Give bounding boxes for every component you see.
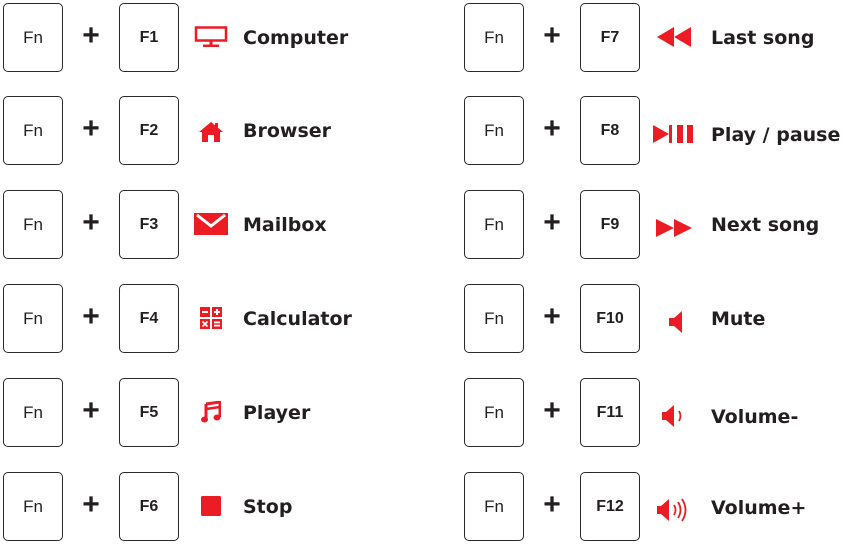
volume-up-icon xyxy=(655,498,695,522)
f6-key: F6 xyxy=(119,472,179,541)
plus-sign: + xyxy=(543,300,561,333)
shortcut-label: Stop xyxy=(243,496,293,518)
fn-key: Fn xyxy=(3,378,63,447)
fast-forward-icon xyxy=(654,216,694,240)
fn-key: Fn xyxy=(464,96,524,165)
plus-sign: + xyxy=(82,300,100,333)
plus-sign: + xyxy=(543,112,561,145)
fn-key: Fn xyxy=(3,190,63,259)
shortcut-label: Calculator xyxy=(243,308,352,330)
fn-key: Fn xyxy=(3,472,63,541)
f10-key: F10 xyxy=(580,284,640,353)
fn-key: Fn xyxy=(464,284,524,353)
shortcut-row-f3: Fn + F3 Mailbox xyxy=(0,190,420,262)
f7-key: F7 xyxy=(580,3,640,72)
f8-key: F8 xyxy=(580,96,640,165)
stop-icon xyxy=(191,494,231,518)
calculator-icon xyxy=(191,306,231,330)
fn-key: Fn xyxy=(464,472,524,541)
plus-sign: + xyxy=(82,206,100,239)
music-note-icon xyxy=(191,400,231,424)
shortcut-label: Browser xyxy=(243,120,332,142)
mail-icon xyxy=(191,212,231,236)
shortcut-label: Player xyxy=(243,402,311,424)
f3-key: F3 xyxy=(119,190,179,259)
fn-key: Fn xyxy=(464,378,524,447)
shortcut-label: Mute xyxy=(711,308,766,330)
plus-sign: + xyxy=(82,112,100,145)
plus-sign: + xyxy=(82,394,100,427)
mute-icon xyxy=(656,310,696,334)
shortcut-label: Computer xyxy=(243,27,349,49)
shortcut-label: Last song xyxy=(711,27,815,49)
shortcut-label: Next song xyxy=(711,214,820,236)
plus-sign: + xyxy=(543,19,561,52)
shortcut-row-f7: Fn + F7 Last song xyxy=(0,3,846,75)
f5-key: F5 xyxy=(119,378,179,447)
fn-key: Fn xyxy=(3,3,63,72)
plus-sign: + xyxy=(82,488,100,521)
fn-key: Fn xyxy=(3,96,63,165)
play-pause-icon xyxy=(652,122,696,146)
f1-key: F1 xyxy=(119,3,179,72)
home-icon xyxy=(191,120,231,144)
fn-key: Fn xyxy=(464,3,524,72)
shortcut-label: Volume+ xyxy=(711,497,807,519)
plus-sign: + xyxy=(82,19,100,52)
shortcut-row-f12: Fn + F12 Volume+ xyxy=(0,472,846,544)
plus-sign: + xyxy=(543,488,561,521)
f4-key: F4 xyxy=(119,284,179,353)
shortcut-row-f2: Fn + F2 Browser xyxy=(0,96,420,168)
shortcut-row-f6: Fn + F6 Stop xyxy=(0,472,420,544)
f9-key: F9 xyxy=(580,190,640,259)
shortcut-row-f1: Fn + F1 Computer xyxy=(0,3,420,75)
monitor-icon xyxy=(191,25,231,49)
shortcut-label: Play / pause xyxy=(711,124,841,146)
f12-key: F12 xyxy=(580,472,640,541)
f11-key: F11 xyxy=(580,378,640,447)
plus-sign: + xyxy=(543,394,561,427)
shortcut-row-f5: Fn + F5 Player xyxy=(0,378,420,450)
shortcut-row-f8: Fn + F8 Play / pause xyxy=(0,96,846,168)
fn-key: Fn xyxy=(464,190,524,259)
fn-key: Fn xyxy=(3,284,63,353)
f2-key: F2 xyxy=(119,96,179,165)
shortcut-row-f11: Fn + F11 Volume- xyxy=(0,378,846,450)
rewind-icon xyxy=(654,25,694,49)
shortcut-label: Mailbox xyxy=(243,214,327,236)
shortcut-row-f10: Fn + F10 Mute xyxy=(0,284,846,356)
volume-down-icon xyxy=(654,404,694,428)
shortcut-label: Volume- xyxy=(711,406,799,428)
shortcut-row-f9: Fn + F9 Next song xyxy=(0,190,846,262)
plus-sign: + xyxy=(543,206,561,239)
shortcut-row-f4: Fn + F4 Calculator xyxy=(0,284,420,356)
